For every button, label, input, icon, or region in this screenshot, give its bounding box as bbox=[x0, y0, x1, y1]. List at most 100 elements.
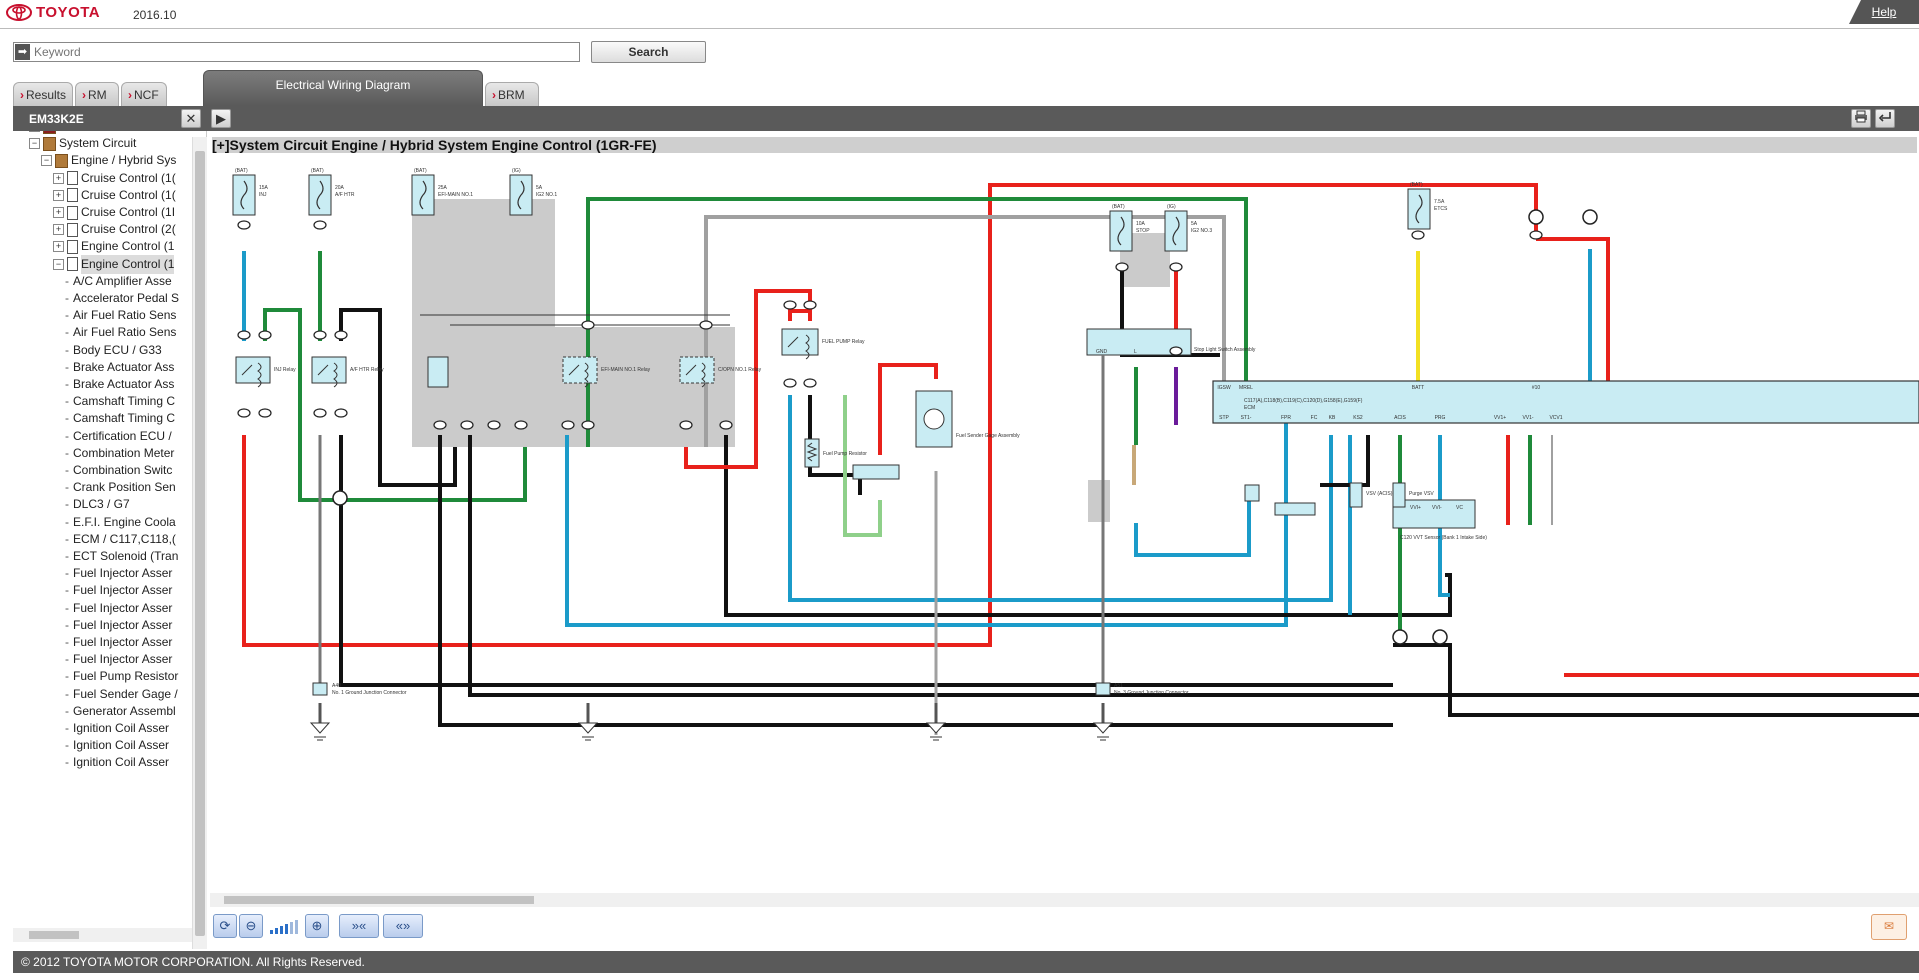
fit-width-button[interactable]: »« bbox=[339, 914, 379, 938]
tree-item[interactable]: -Combination Switc bbox=[65, 461, 172, 480]
tree-item[interactable]: -Air Fuel Ratio Sens bbox=[65, 306, 176, 325]
tree-horizontal-scrollbar[interactable] bbox=[13, 928, 192, 942]
wire bbox=[684, 289, 812, 469]
tree-item[interactable]: -E.F.I. Engine Coola bbox=[65, 513, 176, 532]
pin-label: VVI+ bbox=[1410, 505, 1421, 511]
tree-item[interactable]: -Fuel Injector Asser bbox=[65, 599, 172, 618]
tree-item[interactable]: +Cruise Control (1I bbox=[53, 203, 175, 222]
collapse-icon[interactable]: − bbox=[53, 258, 64, 270]
collapse-icon[interactable]: − bbox=[41, 155, 52, 167]
tree-item[interactable]: +Cruise Control (1( bbox=[53, 186, 176, 205]
tree-item[interactable]: -Air Fuel Ratio Sens bbox=[65, 323, 176, 342]
tab-results[interactable]: ›Results bbox=[13, 82, 73, 106]
tree-item[interactable]: -Body ECU / G33 bbox=[65, 341, 162, 360]
print-button[interactable] bbox=[1851, 109, 1871, 128]
tree-item[interactable]: -Camshaft Timing C bbox=[65, 392, 175, 411]
document-icon bbox=[67, 257, 78, 272]
tab-electrical-wiring-diagram[interactable]: Electrical Wiring Diagram bbox=[203, 70, 483, 106]
zoom-level-indicator[interactable] bbox=[270, 920, 300, 934]
tree-item[interactable]: -Brake Actuator Ass bbox=[65, 375, 174, 394]
tree-item-label: Cruise Control (1( bbox=[81, 170, 176, 185]
tree-item[interactable]: -ECT Solenoid (Tran bbox=[65, 547, 178, 566]
diagram-horizontal-scrollbar[interactable] bbox=[210, 893, 1919, 907]
keyword-arrow-icon: ➡ bbox=[15, 44, 30, 60]
tree-item[interactable]: −System Circuit bbox=[29, 134, 136, 153]
tree-item[interactable]: -A/C Amplifier Asse bbox=[65, 272, 172, 291]
wiring-diagram-viewport[interactable]: [+]System Circuit Engine / Hybrid System… bbox=[210, 137, 1919, 897]
expand-title-toggle[interactable]: [+] bbox=[212, 137, 230, 153]
book-icon bbox=[55, 153, 68, 168]
expand-icon[interactable]: + bbox=[29, 131, 40, 132]
fit-page-button[interactable]: «» bbox=[383, 914, 423, 938]
tree-item[interactable]: -Ignition Coil Asser bbox=[65, 753, 169, 772]
tree-item-label: Fuel Injector Asser bbox=[73, 652, 173, 667]
tree-item[interactable]: -Fuel Injector Asser bbox=[65, 581, 172, 600]
feedback-button[interactable]: ✉ bbox=[1871, 914, 1907, 940]
tree-item[interactable]: -Fuel Injector Asser bbox=[65, 650, 172, 669]
tree-item[interactable]: -Accelerator Pedal S bbox=[65, 289, 179, 308]
expand-icon[interactable]: + bbox=[53, 241, 64, 253]
leaf-dash: - bbox=[65, 669, 69, 684]
tab-ncf[interactable]: ›NCF bbox=[121, 82, 167, 106]
leaf-dash: - bbox=[65, 273, 69, 288]
tree-item[interactable]: -Crank Position Sen bbox=[65, 478, 176, 497]
expand-icon[interactable]: + bbox=[53, 172, 64, 184]
relay bbox=[679, 356, 715, 384]
tree-item[interactable]: -Fuel Sender Gage / bbox=[65, 685, 178, 704]
expand-panel-button[interactable]: ▶ bbox=[211, 109, 231, 128]
expand-icon[interactable]: + bbox=[53, 189, 64, 201]
tree-item[interactable]: -Fuel Pump Resistor bbox=[65, 667, 178, 686]
tree-item[interactable]: -Fuel Injector Asser bbox=[65, 633, 172, 652]
tree-item[interactable]: -Generator Assembl bbox=[65, 702, 176, 721]
tree-item[interactable]: -Fuel Injector Asser bbox=[65, 616, 172, 635]
zoom-in-button[interactable]: ⊕ bbox=[305, 914, 329, 938]
vvt-sensor bbox=[1392, 499, 1476, 529]
tree-item[interactable]: -Combination Meter bbox=[65, 444, 174, 463]
connector-pin bbox=[514, 420, 528, 430]
collapse-icon[interactable]: − bbox=[29, 138, 40, 150]
tab-brm[interactable]: ›BRM bbox=[485, 82, 539, 106]
document-icon bbox=[67, 188, 78, 203]
relay-coil-icon bbox=[701, 362, 706, 388]
tree-item[interactable]: -Ignition Coil Asser bbox=[65, 719, 169, 738]
reset-view-button[interactable]: ⟳ bbox=[213, 914, 237, 938]
tree-item[interactable]: -Brake Actuator Ass bbox=[65, 358, 174, 377]
tree-item[interactable]: -Camshaft Timing C bbox=[65, 409, 175, 428]
keyword-input[interactable] bbox=[34, 44, 574, 59]
connector-pin bbox=[1411, 230, 1425, 240]
tree-item[interactable]: -DLC3 / G7 bbox=[65, 495, 130, 514]
tree-item[interactable]: +Cruise Control (2( bbox=[53, 220, 176, 239]
tree-item-label: A/C Amplifier Asse bbox=[73, 273, 172, 288]
tree-item[interactable]: -Ignition Coil Asser bbox=[65, 736, 169, 755]
tree-item[interactable]: −Engine / Hybrid Sys bbox=[41, 151, 176, 170]
leaf-dash: - bbox=[65, 652, 69, 667]
relay-switch-icon bbox=[568, 364, 580, 376]
close-panel-button[interactable]: ✕ bbox=[181, 109, 201, 128]
leaf-dash: - bbox=[65, 549, 69, 563]
relay bbox=[562, 356, 598, 384]
back-button[interactable] bbox=[1875, 109, 1895, 128]
search-button[interactable]: Search bbox=[591, 41, 706, 63]
tree-item[interactable]: −Engine Control (1 bbox=[53, 254, 175, 274]
scroll-thumb[interactable] bbox=[224, 896, 534, 904]
scroll-thumb[interactable] bbox=[29, 931, 79, 939]
wire bbox=[339, 308, 457, 487]
zoom-out-button[interactable]: ⊖ bbox=[239, 914, 263, 938]
leaf-dash: - bbox=[65, 342, 69, 357]
fuse-source-label: (IG) bbox=[1167, 204, 1176, 210]
tab-rm[interactable]: ›RM bbox=[75, 82, 119, 106]
tree-item[interactable]: -ECM / C117,C118,( bbox=[65, 530, 176, 549]
expand-icon[interactable]: + bbox=[53, 224, 64, 236]
expand-icon[interactable]: + bbox=[53, 207, 64, 218]
tree-item[interactable]: -Certification ECU / bbox=[65, 427, 172, 446]
resistor-icon bbox=[806, 442, 818, 462]
tree-item[interactable]: + Cruise Control (1( bbox=[53, 169, 176, 188]
tree-item[interactable]: +Introduction bbox=[29, 131, 122, 136]
tree-vertical-scrollbar[interactable] bbox=[192, 137, 207, 949]
scroll-thumb[interactable] bbox=[195, 151, 205, 936]
tree-item[interactable]: -Fuel Injector Asser bbox=[65, 564, 172, 583]
connector-pin bbox=[699, 320, 713, 330]
tree-item[interactable]: +Engine Control (1 bbox=[53, 237, 174, 256]
fuse-name-label: ETCS bbox=[1434, 206, 1448, 212]
help-link[interactable]: Help bbox=[1849, 0, 1919, 24]
